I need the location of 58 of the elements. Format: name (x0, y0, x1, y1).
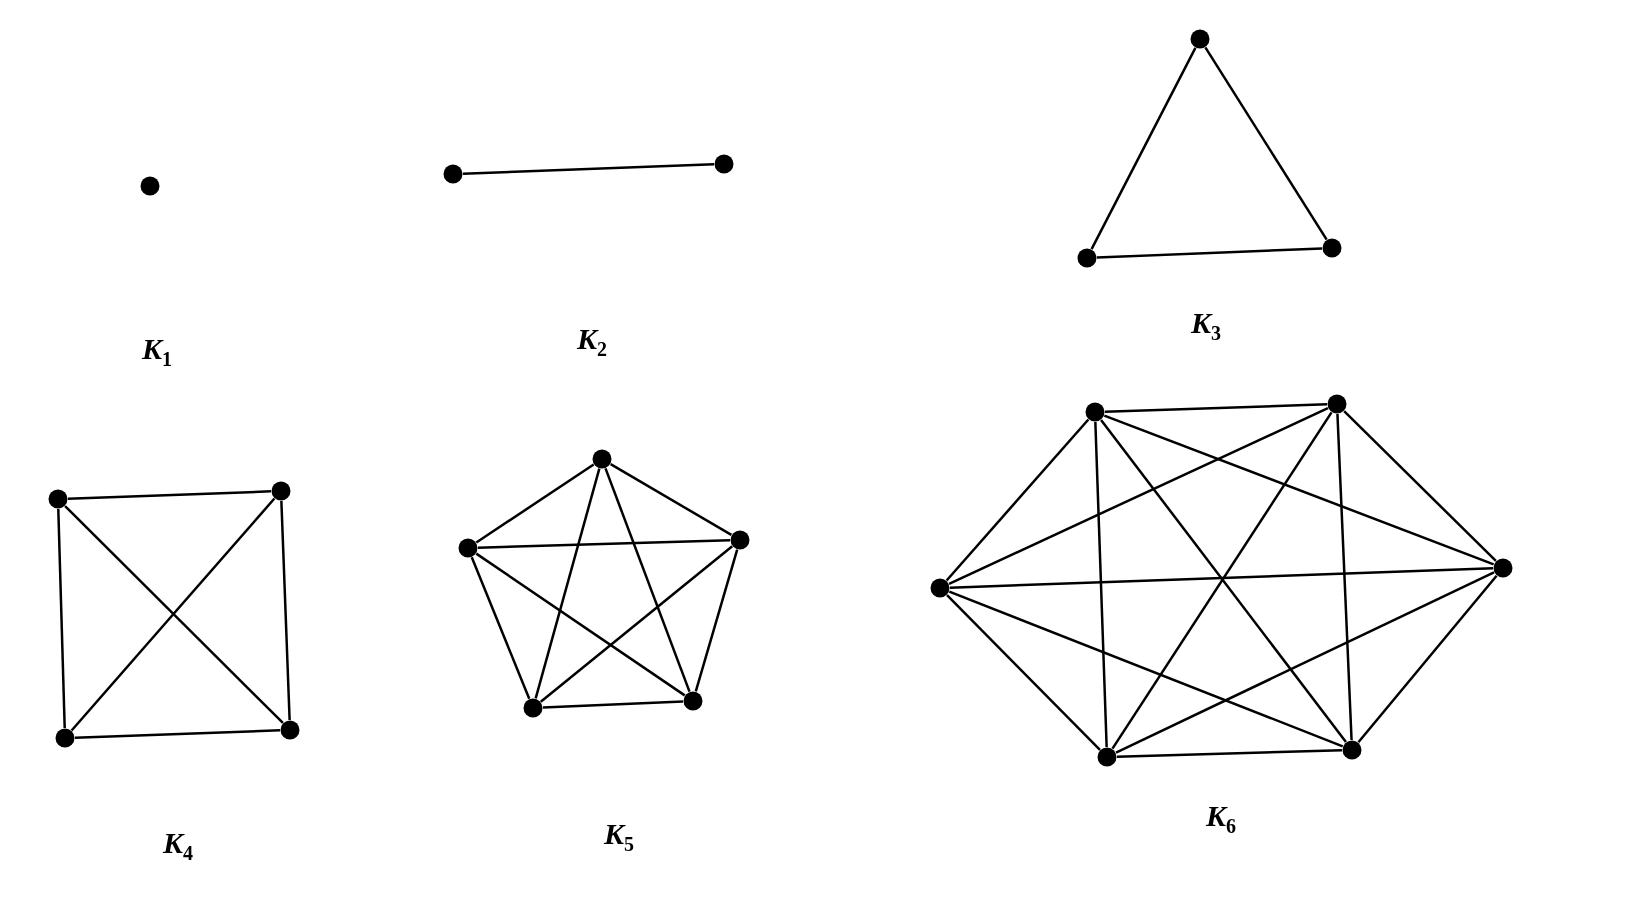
vertex-dot (683, 691, 703, 711)
edge-line (470, 556, 531, 700)
graph-label: K$_{2}$ (577, 323, 607, 359)
vertex-dot (1085, 402, 1105, 422)
edge-line (1090, 47, 1197, 250)
vertex-dot (1077, 248, 1097, 268)
edge-line (1204, 46, 1328, 241)
edge-line (946, 594, 1101, 751)
edge-line (280, 500, 291, 721)
edge-line (67, 490, 272, 500)
vertex-dot (55, 728, 75, 748)
edge-line (1094, 421, 1108, 748)
vertex-dot (730, 530, 750, 550)
vertex-dot (271, 481, 291, 501)
vertex-dot (1097, 747, 1117, 767)
edge-line (462, 163, 715, 175)
vertex-dot (1342, 740, 1362, 760)
vertex-dot (1322, 238, 1342, 258)
vertex-dot (592, 449, 612, 469)
vertex-dot (930, 578, 950, 598)
edge-line (534, 468, 601, 699)
vertex-dot (714, 154, 734, 174)
edge-line (1116, 749, 1343, 758)
edge-line (542, 700, 684, 709)
graph-label: K$_{4}$ (163, 827, 193, 863)
edge-line (1357, 574, 1498, 744)
edge-line (1104, 403, 1328, 413)
edge-line (694, 549, 739, 692)
vertex-dot (1190, 29, 1210, 49)
vertex-dot (523, 698, 543, 718)
graph-label: K$_{6}$ (1206, 800, 1236, 836)
edge-line (1343, 410, 1497, 562)
edge-line (604, 467, 691, 693)
edge-line (610, 463, 732, 536)
vertex-dot (140, 176, 160, 196)
edge-line (948, 407, 1329, 585)
edge-line (945, 418, 1090, 582)
vertex-dot (280, 720, 300, 740)
graph-label: K$_{5}$ (604, 818, 634, 854)
edge-line (539, 545, 734, 703)
vertex-dot (443, 164, 463, 184)
graph-label: K$_{3}$ (1191, 307, 1221, 343)
vertex-dot (1493, 558, 1513, 578)
edge-line (74, 729, 281, 739)
edge-line (1336, 413, 1353, 741)
edge-line (475, 463, 595, 544)
edge-line (948, 590, 1344, 748)
edge-line (57, 508, 66, 729)
vertex-dot (48, 489, 68, 509)
graph-label: K$_{1}$ (142, 333, 172, 369)
edge-line (1103, 414, 1495, 566)
edge-line (1115, 571, 1495, 754)
edge-line (477, 539, 731, 549)
vertex-dot (1327, 394, 1347, 414)
edge-line (1096, 247, 1323, 259)
edge-line (475, 552, 686, 697)
vertex-dot (458, 538, 478, 558)
edge-line (949, 567, 1494, 589)
